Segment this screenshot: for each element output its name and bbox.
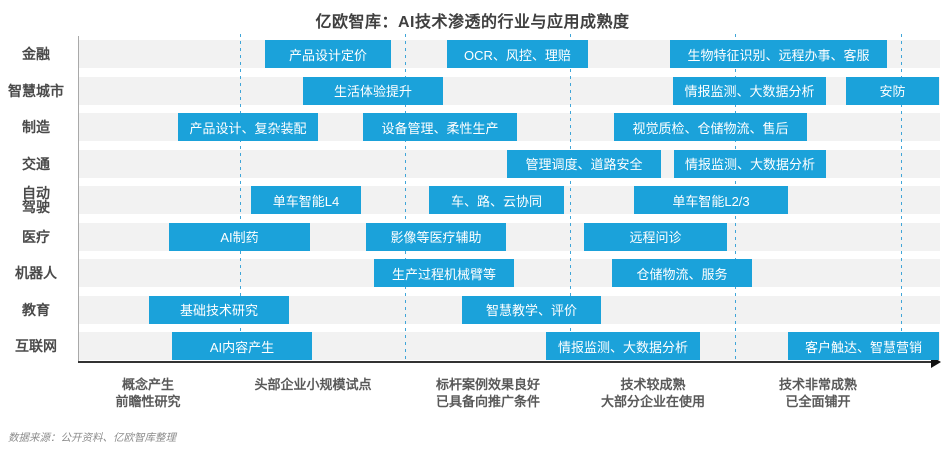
bar-segment: 生产过程机械臂等 xyxy=(374,259,514,287)
stage-label-5: 技术非常成熟 已全面铺开 xyxy=(778,377,857,409)
bar-segment: 单车智能L2/3 xyxy=(634,186,788,214)
bar-segment: AI内容产生 xyxy=(172,332,312,360)
stage-separator-dashed-line-1 xyxy=(240,34,241,362)
industry-label: 互联网 xyxy=(15,338,57,354)
bar-segment: 情报监测、大数据分析 xyxy=(674,149,826,178)
bar-segment: 远程问诊 xyxy=(584,222,727,251)
bar-segment: 智慧教学、评价 xyxy=(462,295,601,324)
chart-title: 亿欧智库：AI技术渗透的行业与应用成熟度 xyxy=(315,14,630,31)
bar-segment: 仓储物流、服务 xyxy=(612,259,752,287)
stage-label-3: 标杆案例效果良好 已具备向推广条件 xyxy=(435,377,540,409)
x-axis-arrow-icon xyxy=(931,356,941,368)
stage-label-1: 概念产生 前瞻性研究 xyxy=(115,377,181,409)
industry-label: 教育 xyxy=(22,301,50,318)
stage-label-4: 技术较成熟 大部分企业在使用 xyxy=(600,377,705,409)
bar-segment: OCR、风控、理赔 xyxy=(447,40,588,68)
bar-segment: 安防 xyxy=(846,76,939,105)
industry-label: 交通 xyxy=(22,155,50,172)
plot-area: 金融 产品设计定价 OCR、风控、理赔 生物特征识别、远程办事、客服智慧城市 生活体验提… xyxy=(0,34,945,409)
stage-separator-dashed-line-2 xyxy=(405,34,406,362)
bar-segment: 设备管理、柔性生产 xyxy=(363,113,517,141)
stage-separator-dashed-line-3 xyxy=(570,34,571,362)
bar-segment: 生物特征识别、远程办事、客服 xyxy=(670,40,887,68)
stage-label-2: 头部企业小规模试点 xyxy=(254,377,372,392)
industry-label: 医疗 xyxy=(22,228,50,245)
industry-label: 机器人 xyxy=(15,265,57,281)
bar-segment: 情报监测、大数据分析 xyxy=(546,332,700,360)
bar-segment: 单车智能L4 xyxy=(251,186,361,214)
bar-segment: 车、路、云协同 xyxy=(429,186,564,214)
bar-segment: 情报监测、大数据分析 xyxy=(673,76,826,105)
data-source-note: 数据来源：公开资料、亿欧智库整理 xyxy=(8,432,176,444)
industry-label: 智慧城市 xyxy=(8,82,64,99)
industry-label: 制造 xyxy=(22,119,50,135)
bar-segment: 管理调度、道路安全 xyxy=(507,149,661,178)
x-axis-line xyxy=(78,361,932,363)
bar-segment: 产品设计、复杂装配 xyxy=(178,113,318,141)
bar-segment: 影像等医疗辅助 xyxy=(366,222,506,251)
bar-segment: 生活体验提升 xyxy=(303,76,443,105)
industry-label: 自动 驾驶 xyxy=(22,185,50,215)
bar-segment: 基础技术研究 xyxy=(149,295,289,324)
industry-label: 金融 xyxy=(22,46,50,62)
stage-separator-dashed-line-5 xyxy=(901,34,902,362)
bar-segment: 客户触达、智慧营销 xyxy=(788,332,939,360)
bar-segment: AI制药 xyxy=(169,222,310,251)
y-axis-line xyxy=(78,36,79,362)
bar-segment: 视觉质检、仓储物流、售后 xyxy=(614,113,807,141)
bar-segment: 产品设计定价 xyxy=(265,40,391,68)
